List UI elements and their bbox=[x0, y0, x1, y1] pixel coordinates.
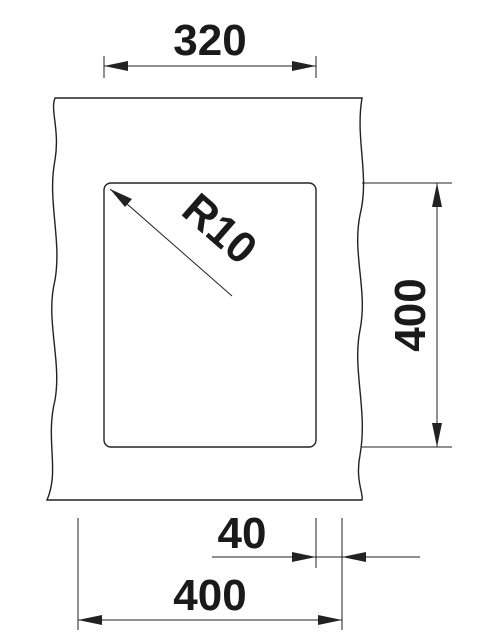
offset-arrow-right bbox=[342, 552, 366, 562]
offset-arrow-left bbox=[292, 552, 316, 562]
bottom-width-label: 400 bbox=[173, 571, 246, 620]
bottom-dim-arrow-left bbox=[78, 615, 102, 625]
right-height-label: 400 bbox=[386, 278, 435, 351]
countertop-outline bbox=[45, 97, 365, 501]
top-width-label: 320 bbox=[173, 16, 246, 65]
right-dim-arrow-top bbox=[432, 183, 442, 207]
top-dim-arrow-left bbox=[104, 61, 128, 71]
offset-label: 40 bbox=[218, 509, 267, 558]
top-dim-arrow-right bbox=[292, 61, 316, 71]
right-dim-arrow-bottom bbox=[432, 423, 442, 447]
radius-label: R10 bbox=[173, 184, 266, 274]
sink-bowl-outline bbox=[103, 182, 317, 448]
bottom-dim-arrow-right bbox=[318, 615, 342, 625]
radius-leader-line bbox=[109, 188, 233, 297]
radius-arrow bbox=[110, 189, 132, 207]
